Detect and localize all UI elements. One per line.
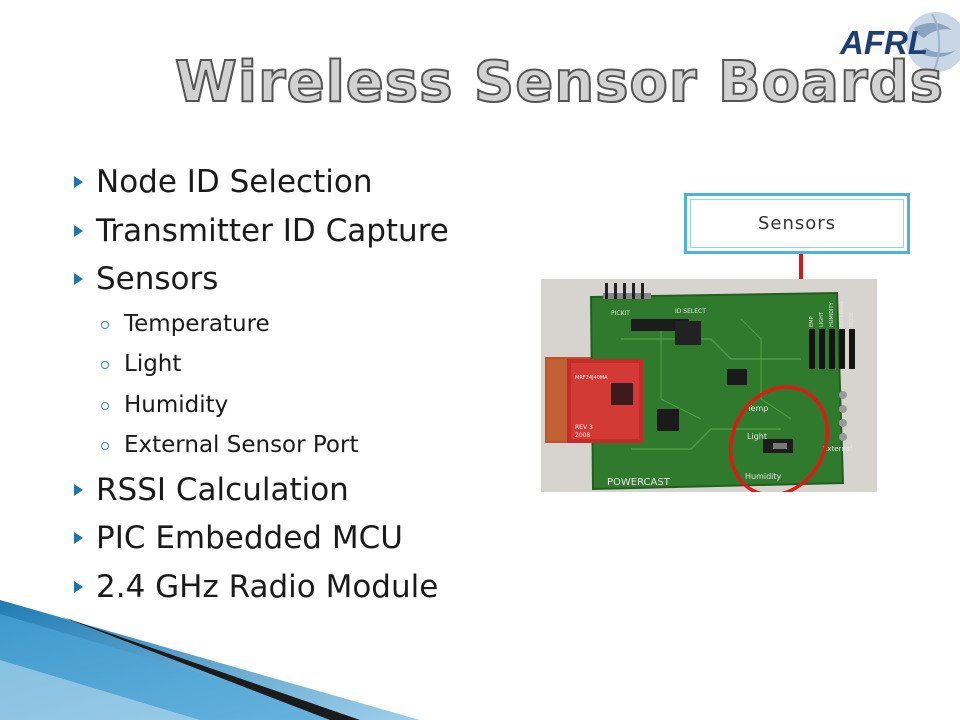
sub-bullet-item: Temperature <box>70 304 520 345</box>
circle-bullet-icon <box>101 361 109 370</box>
arrow-bullet-icon <box>74 580 83 593</box>
circle-bullet-icon <box>101 442 109 451</box>
sensors-callout-box: Sensors <box>684 193 910 254</box>
sub-bullet-text: External Sensor Port <box>124 432 359 459</box>
sensor-board-photo: POWERCAST PICKIT ID SELECT Temp Light Hu… <box>541 279 877 492</box>
board-id-select-label: ID SELECT <box>675 308 706 315</box>
bullet-item: RSSI Calculation <box>70 466 520 515</box>
sensors-callout-label: Sensors <box>690 199 904 248</box>
bullet-text: Transmitter ID Capture <box>96 212 449 249</box>
jumper-label: LIGHT <box>819 311 825 327</box>
board-rev-label: REV 3 <box>575 424 593 431</box>
board-humidity-label: Humidity <box>745 472 782 481</box>
board-mrf-label: MRF24J40MA <box>575 375 608 381</box>
sub-bullet-item: Humidity <box>70 385 520 426</box>
afrl-logo <box>906 12 960 72</box>
sub-bullet-item: Light <box>70 344 520 385</box>
decorative-swoosh <box>0 600 420 720</box>
board-pickit-label: PICKIT <box>611 310 630 317</box>
bullet-list: Node ID Selection Transmitter ID Capture… <box>70 158 520 612</box>
bullet-item: Sensors <box>70 255 520 304</box>
sub-bullet-text: Temperature <box>124 310 270 337</box>
circle-bullet-icon <box>101 320 109 329</box>
sub-bullet-item: External Sensor Port <box>70 425 520 466</box>
bullet-text: 2.4 GHz Radio Module <box>96 568 439 605</box>
afrl-logo-text: AFRL <box>840 24 928 61</box>
sub-bullet-text: Humidity <box>124 391 229 418</box>
board-light-label: Light <box>747 432 767 441</box>
board-external-label: External <box>823 445 852 453</box>
bullet-text: Node ID Selection <box>96 164 373 200</box>
sub-bullet-text: Light <box>124 351 182 378</box>
sensors-highlight-ellipse <box>728 385 830 492</box>
arrow-bullet-icon <box>74 483 83 496</box>
arrow-bullet-icon <box>74 224 83 237</box>
jumper-label: HUMIDITY <box>829 301 835 327</box>
board-brand-label: POWERCAST <box>607 477 671 488</box>
jumper-label: EMP <box>809 317 815 328</box>
bullet-item: Node ID Selection <box>70 158 520 207</box>
board-temp-label: Temp <box>746 404 768 413</box>
circle-bullet-icon <box>101 401 109 410</box>
arrow-bullet-icon <box>74 273 83 286</box>
slide-title: Wireless Sensor Boards <box>174 49 944 116</box>
jumper-label: EXTERNAL <box>839 301 845 327</box>
arrow-bullet-icon <box>74 532 83 545</box>
bullet-item: 2.4 GHz Radio Module <box>70 563 520 612</box>
arrow-bullet-icon <box>74 176 83 188</box>
bullet-text: PIC Embedded MCU <box>96 520 403 557</box>
bullet-item: PIC Embedded MCU <box>70 514 520 563</box>
board-year-label: 2008 <box>575 432 590 439</box>
jumper-label: MODE <box>849 312 855 327</box>
bullet-item: Transmitter ID Capture <box>70 207 520 256</box>
bullet-text: Sensors <box>96 261 219 298</box>
bullet-text: RSSI Calculation <box>96 471 349 508</box>
